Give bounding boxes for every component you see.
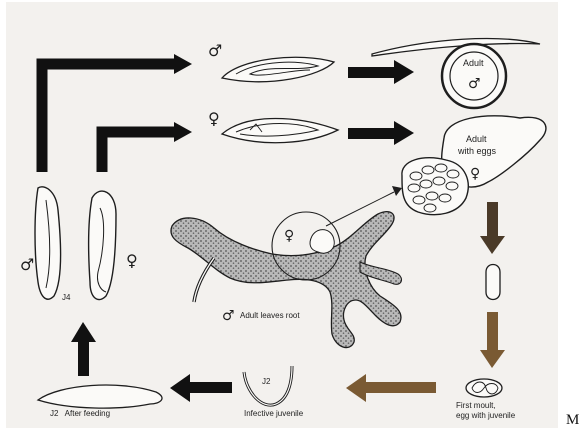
egg-label-line2: egg with juvenile bbox=[456, 411, 516, 420]
adult-female-label-line1: Adult bbox=[466, 134, 487, 144]
arrow-to-infective-shaft bbox=[364, 382, 436, 393]
adult-male-label: Adult bbox=[463, 58, 484, 68]
adult-female-label-line2: with eggs bbox=[457, 146, 497, 156]
fed-j2-label: J2 After feeding bbox=[50, 409, 110, 418]
j4-male-figure bbox=[35, 187, 61, 299]
female-in-root bbox=[310, 230, 334, 254]
j4-male-symbol: ♂ bbox=[20, 255, 34, 274]
egg-with-juvenile-figure bbox=[466, 379, 502, 397]
arrow-down-to-moult-shaft bbox=[487, 312, 498, 352]
adult-leaves-root-label: Adult leaves root bbox=[240, 311, 300, 320]
female-symbol-adult: ♀ bbox=[470, 166, 480, 182]
j4-stage-label: J4 bbox=[62, 293, 71, 302]
female-symbol-top: ♀ bbox=[208, 109, 220, 128]
arrow-to-adult-male-shaft bbox=[348, 67, 396, 78]
male-symbol-root: ♂ bbox=[222, 308, 235, 324]
arrow-down-to-egg-shaft bbox=[487, 202, 498, 238]
arrow-up-to-j4-shaft bbox=[78, 340, 89, 376]
egg-label-line1: First moult, bbox=[456, 401, 496, 410]
arrow-to-fed-j2-shaft bbox=[188, 382, 232, 393]
male-symbol-top: ♂ bbox=[208, 41, 222, 60]
arrow-to-adult-female-shaft bbox=[348, 128, 396, 139]
infective-juvenile-label: Infective juvenile bbox=[244, 409, 304, 418]
male-symbol-adult: ♂ bbox=[468, 76, 481, 92]
single-egg bbox=[486, 265, 500, 300]
trailing-character: M bbox=[566, 412, 579, 429]
j4-female-symbol: ♀ bbox=[126, 251, 138, 270]
egg-mass bbox=[402, 158, 468, 215]
j2-infective-stage-label: J2 bbox=[262, 377, 271, 386]
female-symbol-root: ♀ bbox=[284, 228, 294, 244]
